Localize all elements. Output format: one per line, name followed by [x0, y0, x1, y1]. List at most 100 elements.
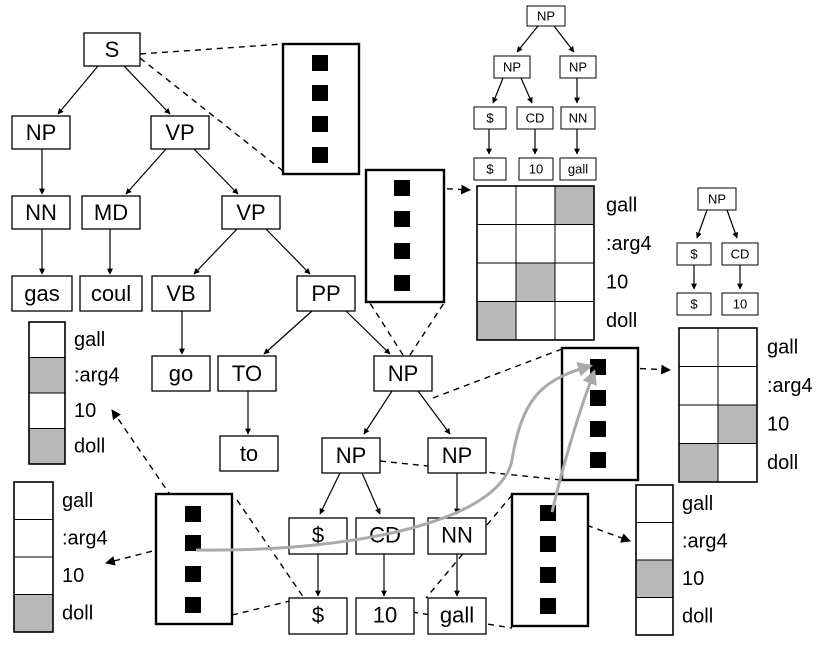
alignment-matrix-right: gall :arg4 10 doll — [678, 327, 813, 483]
vec-left-bottom-row-label: :arg4 — [62, 527, 108, 549]
vec-right-bottom-cell — [635, 522, 674, 561]
word-to: to — [240, 441, 258, 466]
node-np-inner: NP — [336, 443, 367, 468]
node-dollar-tag: $ — [312, 523, 324, 548]
vec-right-bottom-row-label: doll — [682, 605, 713, 627]
word-go: go — [169, 361, 193, 386]
small-top-ten-word: 10 — [529, 162, 543, 177]
vec-left-top-cell — [28, 357, 66, 394]
mat-center-cell — [554, 185, 595, 225]
node-np-subject: NP — [26, 120, 57, 145]
mat-center-cell — [515, 262, 556, 302]
mat-center-cell — [554, 262, 595, 302]
small-top-gall-word: gall — [568, 162, 588, 177]
mat-right-cell — [717, 327, 758, 367]
mat-right-cell — [678, 366, 719, 406]
vec-right-bottom-row-label: :arg4 — [682, 530, 728, 552]
column-5-cell — [540, 536, 556, 552]
column-1-cell — [312, 147, 328, 163]
attention-curve-from-dollar — [195, 362, 593, 552]
mat-center-row-label: gall — [606, 194, 637, 216]
vec-right-bottom-row-label: gall — [682, 493, 713, 515]
mat-center-cell — [554, 301, 595, 341]
column-1-cell — [312, 55, 328, 71]
column-2-cell — [394, 275, 410, 291]
small-top-right-np: NP — [569, 60, 587, 75]
vec-left-top-row-label: 10 — [74, 400, 96, 422]
column-1-cell — [312, 85, 328, 101]
column-2-cell — [394, 180, 410, 196]
mat-center-frame — [476, 185, 595, 341]
word-coul: coul — [91, 281, 131, 306]
attention-curves — [195, 362, 597, 552]
attention-curve-from-gall — [550, 369, 597, 513]
vec-left-bottom-row-label: 10 — [62, 565, 84, 587]
mat-right-cell — [678, 327, 719, 367]
vec-left-top-cell — [28, 321, 66, 358]
node-to: TO — [232, 361, 262, 386]
vec-left-bottom-cell — [13, 594, 54, 633]
small-top-dollar-tag: $ — [486, 111, 494, 126]
vec-left-top-row-label: doll — [74, 435, 105, 457]
np-to-column-2-right — [409, 299, 447, 356]
mat-center-cell — [515, 185, 556, 225]
main-tree-edges — [39, 65, 460, 597]
vec-left-bottom-frame — [13, 481, 54, 633]
mat-center-cell — [515, 301, 556, 341]
mat-center-cell — [476, 262, 517, 302]
column-4-cell — [185, 597, 201, 613]
mat-right-cell — [678, 404, 719, 444]
word-gall: gall — [440, 603, 474, 628]
mat-right-row-label: 10 — [767, 413, 789, 435]
node-nn-tag: NN — [441, 523, 473, 548]
column-3-cell — [590, 452, 606, 468]
word-ten: 10 — [373, 603, 397, 628]
vector-left-top: gall :arg4 10 doll — [28, 321, 120, 465]
mat-right-row-label: :arg4 — [767, 375, 813, 397]
np-to-column-3-upper — [432, 348, 563, 399]
mat-right-row-label: doll — [767, 452, 798, 474]
small-right-ten-word: 10 — [733, 297, 747, 312]
small-tree-right: NP $ CD $ 10 — [676, 187, 759, 316]
column-2-cell — [394, 211, 410, 227]
node-vp-top: VP — [165, 120, 194, 145]
mat-center-cell — [476, 185, 517, 225]
node-nn: NN — [25, 200, 57, 225]
mat-right-cell — [717, 404, 758, 444]
node-pp: PP — [311, 281, 340, 306]
mat-center-cell — [476, 224, 517, 264]
node-np-right: NP — [442, 443, 473, 468]
mat-right-cell — [717, 443, 758, 483]
word-gas: gas — [24, 281, 59, 306]
node-np-object: NP — [388, 361, 419, 386]
vec-left-top-row-label: :arg4 — [74, 364, 120, 386]
vec-left-bottom-cell — [13, 519, 54, 558]
s-to-column-1-lower — [139, 57, 284, 172]
mat-right-cell — [717, 366, 758, 406]
vec-right-bottom-frame — [635, 484, 674, 636]
node-md: MD — [94, 200, 128, 225]
vec-left-top-cell — [28, 392, 66, 429]
small-top-nn-tag: NN — [569, 111, 588, 126]
vec-left-top-frame — [28, 321, 66, 465]
small-right-root: NP — [708, 192, 726, 207]
node-vp-mid: VP — [236, 200, 265, 225]
vec-left-top-cell — [28, 428, 66, 465]
vec-left-bottom-row-label: gall — [62, 490, 93, 512]
vec-right-bottom-cell — [635, 559, 674, 598]
vec-left-top-row-label: gall — [74, 329, 105, 351]
small-top-root: NP — [537, 9, 555, 24]
column-3-cell — [590, 421, 606, 437]
mat-center-row-label: doll — [606, 310, 637, 332]
node-vb: VB — [166, 281, 195, 306]
vec-left-bottom-cell — [13, 481, 54, 520]
np-to-column-2-left — [367, 299, 404, 356]
small-top-cd-tag: CD — [526, 111, 545, 126]
vec-right-bottom-row-label: 10 — [682, 568, 704, 590]
vec-right-bottom-cell — [635, 484, 674, 523]
mat-right-row-label: gall — [767, 336, 798, 358]
column-4-cell — [185, 506, 201, 522]
